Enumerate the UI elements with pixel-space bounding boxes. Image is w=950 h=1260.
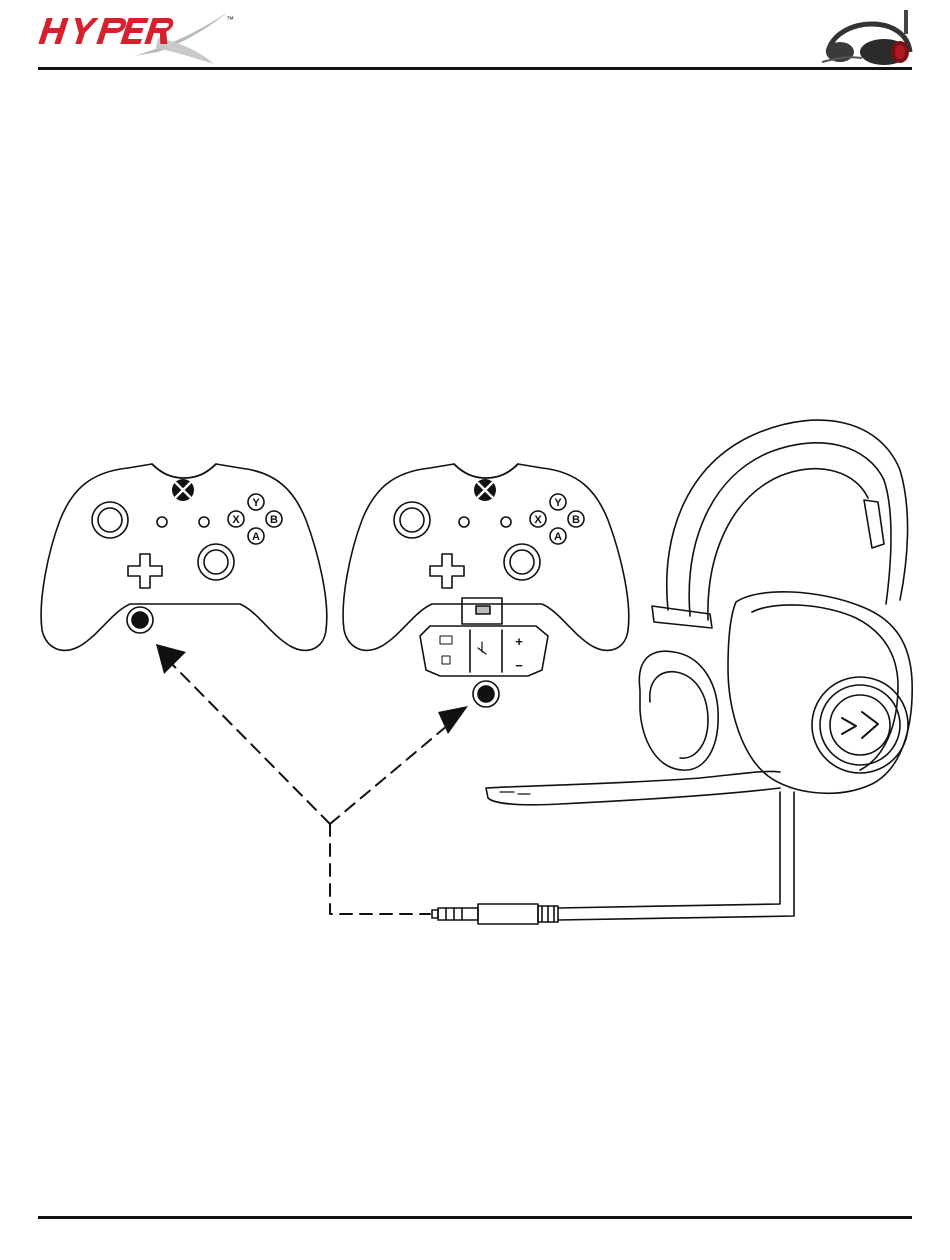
hyperx-logo: ™ (38, 8, 238, 66)
svg-text:Y: Y (252, 497, 260, 509)
audio-jack-port-icon (127, 607, 153, 633)
controller-direct (41, 464, 327, 650)
arrowhead-icon (156, 644, 186, 674)
svg-text:A: A (554, 531, 562, 543)
headset-cable (558, 792, 794, 920)
xbox-logo-icon (172, 479, 194, 501)
svg-text:−: − (515, 658, 523, 673)
xbox-logo-icon (474, 479, 496, 501)
controller-with-adapter (343, 464, 629, 707)
header-rule (38, 67, 912, 70)
headset-thumbnail-icon (818, 8, 918, 68)
stereo-headset-adapter (420, 598, 548, 676)
audio-jack-port-icon (473, 681, 499, 707)
svg-text:B: B (270, 514, 278, 526)
svg-text:X: X (534, 514, 542, 526)
svg-text:Y: Y (554, 497, 562, 509)
3.5mm-plug-icon (432, 904, 558, 924)
svg-text:B: B (572, 514, 580, 526)
footer-rule (38, 1216, 912, 1219)
svg-text:™: ™ (226, 15, 234, 24)
mic-mute-icon (478, 642, 486, 654)
headset-icon (486, 420, 912, 805)
svg-text:+: + (515, 634, 523, 649)
connection-arrows (168, 660, 454, 914)
svg-text:A: A (252, 531, 260, 543)
svg-text:X: X (232, 514, 240, 526)
